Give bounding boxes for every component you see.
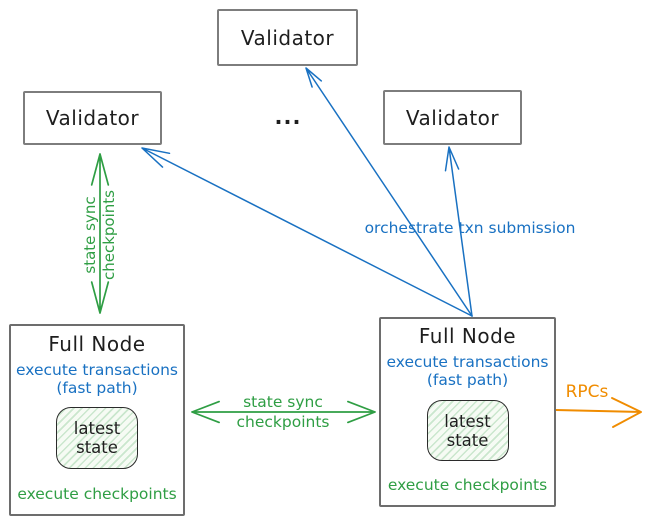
validator-top-label: Validator [240,25,335,50]
rpcs-label: RPCs [565,382,609,402]
left-state-sync-label-line1: state sync [81,196,99,274]
left-state-sync-label: state sync checkpoints [81,170,119,300]
validators-ellipsis: ... [274,105,302,129]
full-node-left-title: Full Node [48,332,146,356]
latest-state-line1: latest [73,419,121,438]
latest-state-box-right: latest state [426,400,509,461]
validator-right-label: Validator [405,105,500,130]
validator-box-right: Validator [383,90,522,145]
latest-state-box-left: latest state [56,407,138,469]
full-node-left-execute-checkpoints: execute checkpoints [17,485,177,503]
rpc-arrow [555,397,642,428]
latest-state-line2: state [76,438,118,457]
exec-transactions-line2: (fast path) [426,371,509,389]
full-node-right-execute-checkpoints: execute checkpoints [387,476,548,494]
latest-state-line2: state [446,430,489,450]
validator-box-top: Validator [217,9,358,66]
exec-transactions-line1: execute transactions [386,353,549,371]
mid-state-sync-label-line1: state sync [243,393,323,411]
mid-state-sync-label-line2: checkpoints [236,413,330,431]
full-node-box-left: Full Node execute transactions (fast pat… [9,324,185,516]
full-node-left-exec-transactions: execute transactions (fast path) [16,361,178,397]
full-node-right-exec-transactions: execute transactions (fast path) [386,353,548,389]
left-state-sync-label-line2: checkpoints [100,190,118,280]
full-node-right-title: Full Node [418,324,517,348]
latest-state-line1: latest [444,411,491,431]
exec-transactions-line2: (fast path) [56,379,138,397]
mid-state-sync-label: state sync checkpoints [208,392,358,432]
exec-transactions-line1: execute transactions [15,361,179,379]
orchestrate-txn-submission-label: orchestrate txn submission [364,219,576,237]
validator-box-left: Validator [23,91,162,145]
full-node-box-right: Full Node execute transactions (fast pat… [379,317,556,507]
validator-left-label: Validator [45,106,140,130]
rpc-arrow-group [555,397,642,428]
